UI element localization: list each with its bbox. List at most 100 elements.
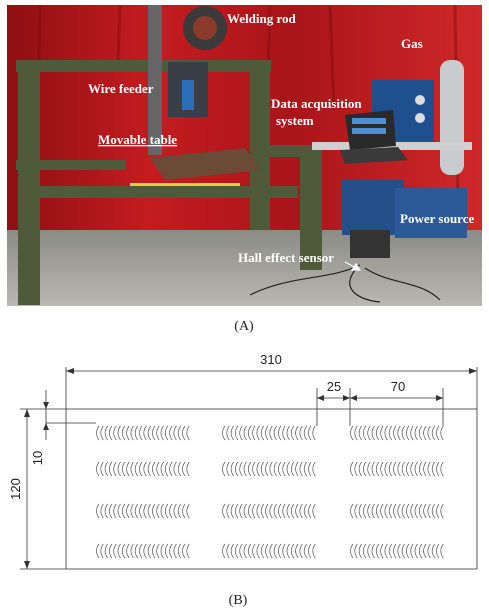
weld-ripple: [375, 461, 380, 477]
weld-ripple: [299, 543, 303, 559]
weld-ripple: [126, 461, 130, 477]
weld-ripple: [256, 543, 260, 559]
weld-ripple: [160, 503, 164, 519]
weld-ripple: [121, 461, 126, 477]
weld-ripple: [156, 543, 160, 559]
weld-ripple: [308, 503, 312, 519]
weld-ripple: [256, 425, 260, 441]
weld-ripple: [436, 503, 440, 519]
weld-ripple: [278, 461, 282, 477]
weld-ripple: [282, 425, 286, 441]
weld-ripple: [440, 425, 444, 441]
weld-ripple: [423, 425, 427, 441]
weld-ripple: [393, 503, 397, 519]
weld-ripple: [160, 425, 164, 441]
weld-ripple: [273, 543, 277, 559]
weld-ripple: [295, 503, 299, 519]
weld-ripple: [290, 425, 295, 441]
weld-ripple: [134, 503, 138, 519]
weld-ripple: [230, 503, 234, 519]
weld-ripple: [235, 543, 239, 559]
weld-ripple: [363, 425, 367, 441]
weld-ripple: [431, 425, 435, 441]
weld-bead: [96, 543, 190, 559]
weld-ripple: [113, 461, 117, 477]
weld-ripple: [104, 503, 108, 519]
weld-ripple: [350, 503, 354, 519]
weld-ripple: [173, 461, 177, 477]
weld-ripple: [104, 543, 108, 559]
weld-ripple: [397, 461, 401, 477]
weld-ripple: [375, 543, 380, 559]
weld-ripple: [431, 503, 435, 519]
weld-ripple: [303, 543, 307, 559]
weld-ripple: [156, 425, 160, 441]
weld-ripple: [130, 425, 134, 441]
weld-ripple: [354, 425, 358, 441]
weld-ripple: [164, 503, 169, 519]
weld-ripple: [358, 461, 362, 477]
weld-ripple: [130, 503, 134, 519]
weld-ripple: [265, 503, 269, 519]
caption-b: (B): [229, 593, 248, 608]
weld-ripple: [134, 425, 138, 441]
weld-ripple: [230, 425, 234, 441]
weld-ripple: [226, 461, 230, 477]
weld-ripple: [410, 425, 414, 441]
weld-ripple: [269, 425, 273, 441]
weld-ripple: [282, 461, 286, 477]
weld-ripple: [286, 425, 290, 441]
weld-ripple: [303, 461, 307, 477]
weld-ripple: [96, 461, 100, 477]
dim-edge-offset: 10: [30, 451, 45, 465]
weld-ripple: [147, 425, 151, 441]
weld-ripple: [243, 503, 247, 519]
weld-ripple: [252, 425, 256, 441]
weld-ripple: [143, 425, 147, 441]
weld-ripple: [397, 543, 401, 559]
weld-ripple: [363, 503, 367, 519]
weld-ripple: [152, 425, 156, 441]
label-data-acquisition: Data acquisition: [271, 96, 362, 111]
weld-ripple: [121, 543, 126, 559]
weld-ripple: [100, 425, 104, 441]
weld-ripple: [173, 503, 177, 519]
weld-ripple: [414, 461, 418, 477]
weld-ripple: [247, 425, 252, 441]
weld-ripple: [152, 543, 156, 559]
weld-ripple: [273, 461, 277, 477]
weld-ripple: [406, 503, 410, 519]
weld-ripple: [186, 503, 190, 519]
weld-bead: [96, 461, 190, 477]
weld-ripple: [388, 543, 392, 559]
weld-ripple: [363, 543, 367, 559]
weld-ripple: [440, 461, 444, 477]
weld-ripple: [269, 543, 273, 559]
weld-ripple: [388, 461, 392, 477]
label-data-acquisition-system: system: [276, 113, 314, 128]
weld-ripple: [186, 461, 190, 477]
weld-ripple: [384, 543, 388, 559]
weld-ripple: [371, 461, 375, 477]
label-gas: Gas: [401, 36, 423, 51]
weld-bead: [222, 543, 316, 559]
weld-ripple: [239, 425, 243, 441]
weld-ripple: [143, 503, 147, 519]
weld-ripple: [143, 543, 147, 559]
weld-ripple: [423, 461, 427, 477]
weld-ripple: [126, 543, 130, 559]
weld-ripple: [371, 503, 375, 519]
weld-ripple: [397, 503, 401, 519]
weld-ripple: [308, 461, 312, 477]
label-movable-table: Movable table: [98, 132, 177, 147]
weld-ripple: [222, 461, 226, 477]
weld-ripple: [177, 503, 181, 519]
label-welding-rod: Welding rod: [227, 11, 297, 26]
weld-bead: [96, 425, 190, 441]
movable-table: [150, 148, 262, 180]
weld-ripple: [177, 425, 181, 441]
weld-ripple: [278, 543, 282, 559]
weld-ripple: [418, 461, 423, 477]
weld-ripple: [401, 503, 405, 519]
weld-ripple: [423, 543, 427, 559]
